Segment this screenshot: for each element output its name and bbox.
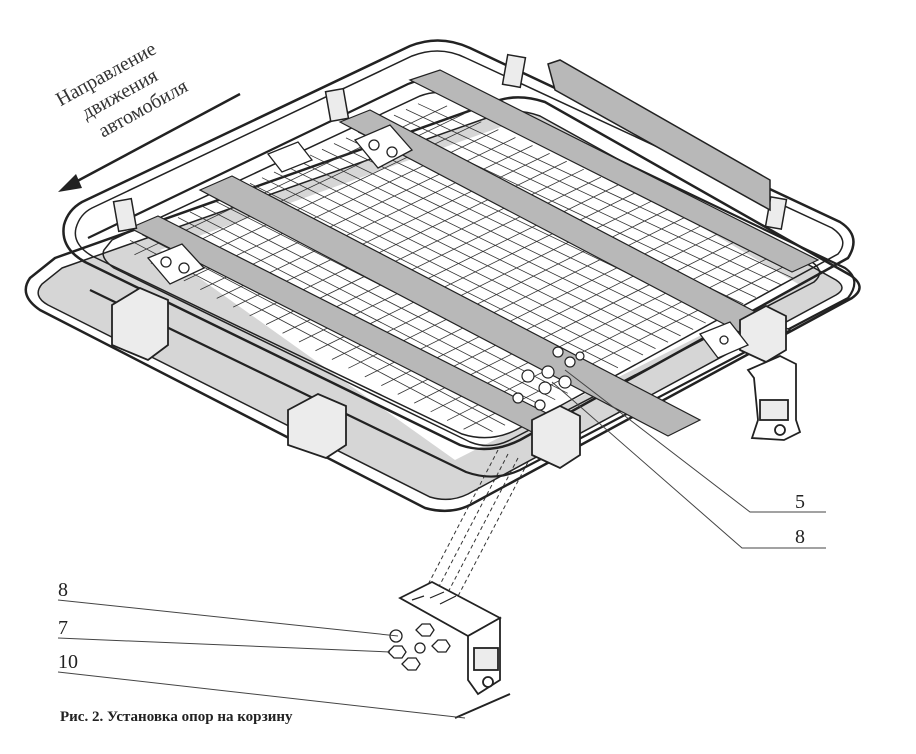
callout-5: 5	[795, 491, 805, 513]
support-foot-right	[746, 355, 802, 441]
callout-7: 7	[58, 617, 68, 639]
callout-8-top: 8	[795, 526, 805, 548]
loose-hardware	[512, 346, 585, 411]
fastener-plates	[146, 124, 750, 359]
install-guide-lines	[419, 449, 529, 601]
roof-mount-clips	[111, 286, 787, 470]
side-rail	[547, 59, 771, 212]
callout-8-bottom: 8	[58, 579, 68, 601]
cross-rails	[128, 69, 820, 437]
direction-label: Направление движения автомобиля	[52, 38, 191, 142]
frame-uprights	[112, 53, 788, 233]
direction-of-travel-arrow	[58, 92, 241, 192]
figure-caption: Рис. 2. Установка опор на корзину	[60, 709, 293, 725]
leader-lines	[57, 369, 826, 719]
detached-support-bracket	[398, 580, 511, 719]
nuts-and-washers	[387, 623, 451, 671]
callout-10: 10	[58, 651, 78, 673]
